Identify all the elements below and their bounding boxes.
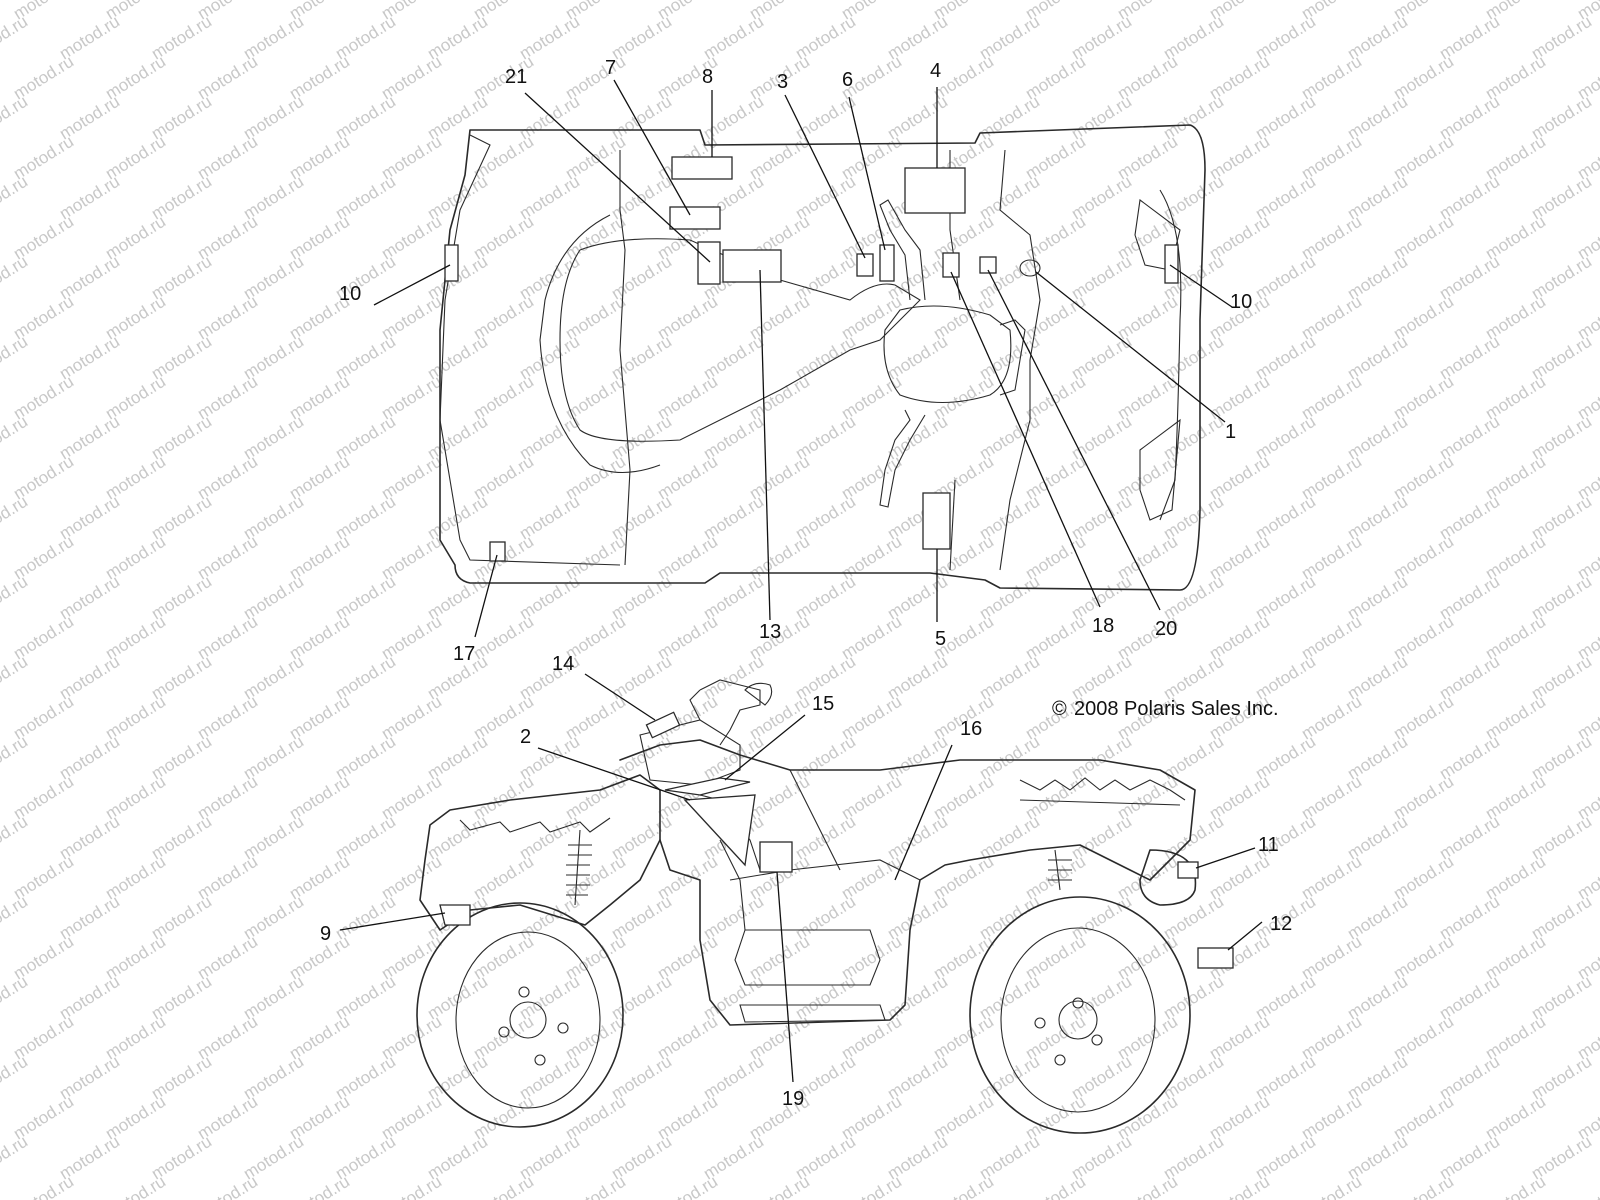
atv-side-view: 14 15 2 16 11 12 9 19 [320,653,1292,1134]
watermark-text: motod.ru [1022,1172,1089,1200]
watermark-text: motod.ru [470,1172,537,1200]
watermark-text: motod.ru [1114,1172,1181,1200]
watermark-text: motod.ru [1390,1172,1457,1200]
decal-14 [645,711,681,739]
callout-5: 5 [935,628,946,650]
watermark-text: motod.ru [838,1172,905,1200]
callout-10-right: 10 [1230,291,1252,313]
watermark-text: motod.ru [746,1172,813,1200]
decal-17 [489,541,506,562]
decal-10-right [1164,244,1179,284]
callout-18: 18 [1092,615,1114,637]
decal-15 [664,777,751,796]
decal-13 [722,249,782,283]
callout-1: 1 [1225,421,1236,443]
decal-10-left [444,244,459,282]
decal-12 [1197,947,1234,969]
watermark-text: motod.ru [378,1172,445,1200]
decal-2 [683,794,756,867]
callout-7: 7 [605,57,616,79]
callout-15: 15 [812,693,834,715]
callout-3: 3 [777,71,788,93]
callout-11: 11 [1258,834,1279,856]
watermark-text: motod.ru [1574,1172,1600,1200]
decal-19 [759,841,793,873]
watermark-text: motod.ru [562,1172,629,1200]
decal-4 [904,167,966,214]
callout-10-left: 10 [339,283,361,305]
callout-2: 2 [520,726,531,748]
copyright-symbol: © [1052,698,1067,720]
decal-20 [979,256,997,274]
callout-19: 19 [782,1088,804,1110]
atv-top-view: 21 7 8 3 6 4 10 10 1 17 13 5 18 20 [339,57,1252,665]
callout-20: 20 [1155,618,1177,640]
copyright-notice: © 2008 Polaris Sales Inc. [1052,698,1279,720]
decal-3 [856,253,874,277]
decal-6 [879,244,895,282]
callout-16: 16 [960,718,982,740]
callout-14: 14 [552,653,574,675]
callout-17: 17 [453,643,475,665]
watermark-text: motod.ru [102,1172,169,1200]
decal-9 [439,904,471,926]
decal-21 [697,241,721,285]
watermark-text: motod.ru [286,1172,353,1200]
copyright-text: 2008 Polaris Sales Inc. [1074,698,1279,720]
callout-6: 6 [842,69,853,91]
watermark-text: motod.ru [1482,1172,1549,1200]
callout-13: 13 [759,621,781,643]
watermark-text: motod.ru [194,1172,261,1200]
watermark-text: motod.ru [654,1172,721,1200]
watermark-text: motod.ru [1298,1172,1365,1200]
decal-5 [922,492,951,550]
callout-4: 4 [930,60,941,82]
decal-8 [671,156,733,180]
watermark-text: motod.ru [10,1172,77,1200]
callout-12: 12 [1270,913,1292,935]
callout-9: 9 [320,923,331,945]
decal-7 [669,206,721,230]
decal-11 [1177,861,1199,879]
watermark-text: motod.ru [930,1172,997,1200]
callout-21: 21 [505,66,527,88]
callout-8: 8 [702,66,713,88]
watermark-text: motod.ru [1206,1172,1273,1200]
decal-18 [942,252,960,278]
